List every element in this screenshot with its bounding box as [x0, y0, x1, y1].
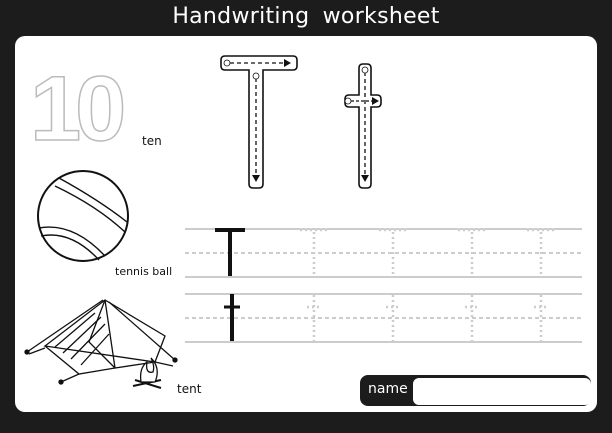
writing-row-lowercase — [185, 293, 582, 343]
worksheet-artwork: 10 — [24, 55, 582, 389]
tennis-ball-icon — [37, 170, 129, 262]
picture-label-tent: tent — [177, 382, 202, 396]
guide-letter-lowercase-t — [344, 63, 382, 189]
number-word: ten — [142, 134, 162, 148]
worksheet-page: 10 — [15, 36, 597, 412]
name-field-bar: name — [360, 375, 591, 406]
writing-row-uppercase — [185, 228, 582, 278]
tent-icon — [24, 299, 178, 389]
worksheet-title: Handwriting worksheet — [172, 4, 440, 29]
name-label: name — [368, 381, 408, 397]
guide-letter-uppercase-t — [220, 55, 298, 189]
picture-label-tennis-ball: tennis ball — [115, 265, 173, 278]
number-ten-outline: 10 — [30, 58, 123, 160]
name-input[interactable] — [413, 378, 591, 405]
